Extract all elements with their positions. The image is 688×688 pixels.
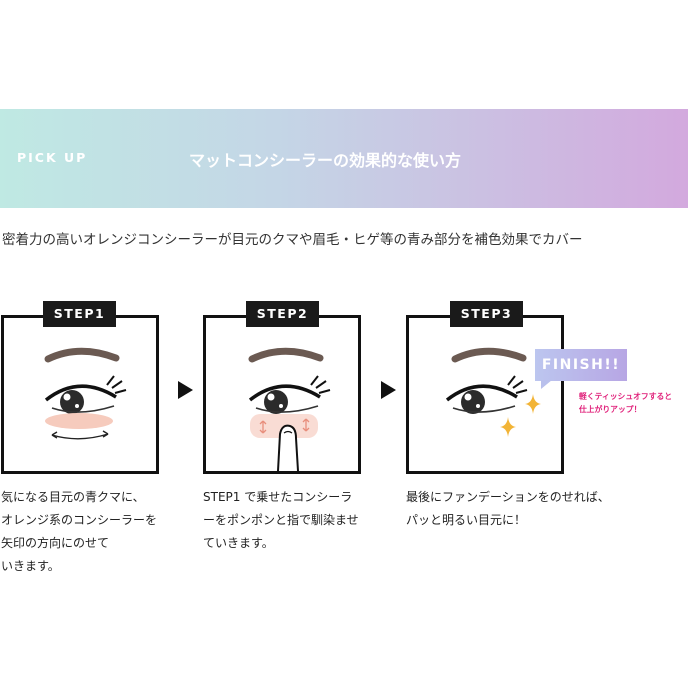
finish-note: 軽くティッシュオフすると 仕上がりアップ！ bbox=[579, 392, 673, 414]
finish-badge: FINISH!! bbox=[535, 349, 627, 381]
sparkle-icon bbox=[525, 394, 541, 414]
step1-tag: STEP1 bbox=[43, 301, 116, 327]
right-triangle-arrow-icon bbox=[381, 381, 396, 399]
step2-description: STEP1 で乗せたコンシーラ ーをポンポンと指で馴染ませ ていきます。 bbox=[203, 490, 359, 550]
step3-description: 最後にファンデーションをのせれば、 パッと明るい目元に！ bbox=[406, 490, 610, 527]
step2-panel bbox=[203, 315, 361, 474]
step3-tag: STEP3 bbox=[450, 301, 523, 327]
intro-text: 密着力の高いオレンジコンシーラーが目元のクマや眉毛・ヒゲ等の青み部分を補色効果で… bbox=[2, 232, 583, 248]
step1-description: 気になる目元の青クマに、 オレンジ系のコンシーラーを 矢印の方向にのせて いきま… bbox=[1, 490, 158, 573]
banner-title: マットコンシーラーの効果的な使い方 bbox=[189, 151, 462, 170]
step2-tag: STEP2 bbox=[246, 301, 319, 327]
step1-panel bbox=[1, 315, 159, 474]
finish-badge-tail bbox=[541, 380, 552, 389]
pickup-banner bbox=[0, 109, 688, 208]
sparkle-icon bbox=[500, 417, 516, 437]
eye-illustration bbox=[248, 347, 331, 472]
step3-panel bbox=[406, 315, 564, 474]
pickup-label: PICK UP bbox=[17, 150, 88, 165]
eye-illustration bbox=[445, 347, 528, 414]
eye-illustration bbox=[44, 347, 127, 440]
right-triangle-arrow-icon bbox=[178, 381, 193, 399]
